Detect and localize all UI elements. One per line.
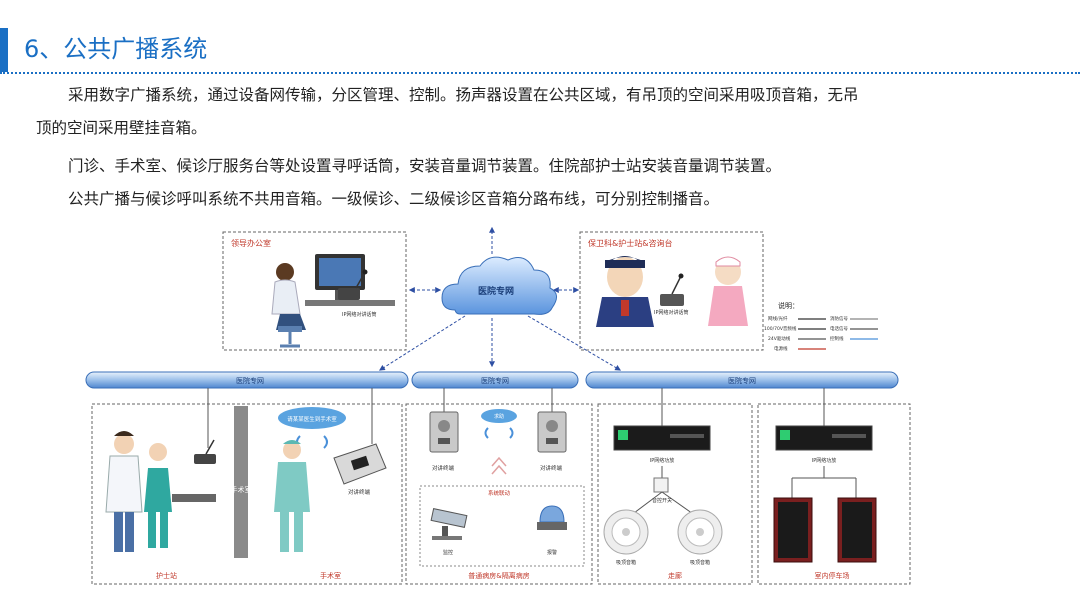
surgery-wall — [234, 406, 248, 558]
siren-label: 报警 — [547, 549, 557, 556]
legend-label-6: 电源线 — [774, 345, 788, 352]
ip-amplifier-icon-parking — [775, 425, 873, 451]
zone-ward-label: 普通病房&隔离病房 — [468, 571, 529, 580]
title-accent-bar — [0, 28, 8, 72]
help-bubble — [481, 409, 517, 423]
zone-parking-label: 室内停车场 — [815, 571, 850, 580]
legend-label-4: 24V驱动线 — [768, 335, 791, 342]
ceiling-speaker-label-2: 吸顶音箱 — [690, 559, 710, 566]
paragraph-1-line-2: 顶的空间采用壁挂音箱。 — [36, 119, 207, 137]
nurse-staff-icon — [144, 443, 172, 548]
doctor-icon — [105, 431, 143, 552]
legend: 网线/光纤 消防信号 100/70V音频线 电话信号 24V驱动线 控制线 电源… — [764, 315, 878, 352]
ceiling-speaker-icon-1 — [603, 509, 649, 555]
desk-microphone-icon — [660, 273, 684, 306]
network-bus-3 — [585, 371, 899, 389]
ip-amplifier-icon-corridor — [613, 425, 711, 451]
ceiling-speaker-icon-2 — [677, 509, 723, 555]
title-bar: 6、公共广播系统 — [0, 28, 1080, 74]
ceiling-speaker-label-1: 吸顶音箱 — [616, 559, 636, 566]
nurse-icon — [708, 256, 748, 326]
broadcast-system-diagram: 领导办公室 保卫科&护士站&咨询台 IP网络对讲话筒 IP网络对讲话筒 — [85, 226, 911, 585]
title-divider — [0, 72, 1080, 74]
volume-switch-label: 音控开关 — [652, 497, 672, 504]
paging-bubble — [278, 407, 346, 429]
ip-terminal-label-right: IP网络对讲话筒 — [654, 309, 689, 316]
camera-label: 监控 — [443, 549, 453, 556]
alarm-up-arrow-icon — [491, 456, 507, 475]
talk-terminal-label-surgery: 对讲终端 — [348, 488, 371, 496]
leader-office-box — [222, 231, 407, 351]
leader-office-label: 领导办公室 — [231, 238, 271, 248]
talk-terminal-label-ward-1: 对讲终端 — [432, 464, 455, 472]
zone-nurse-label: 护士站 — [156, 571, 177, 580]
cloud-label: 医院专网 — [478, 285, 514, 297]
paging-bubble-text: 请某某医生到手术室 — [287, 415, 337, 423]
office-worker-icon — [271, 254, 395, 348]
paragraph-1-line-1: 采用数字广播系统，通过设备网传输，分区管理、控制。扬声器设置在公共区域，有吊顶的… — [68, 86, 859, 104]
legend-label-0: 网线/光纤 — [768, 315, 788, 322]
bus-label-3: 医院专网 — [728, 376, 756, 385]
wall-speaker-icon-1 — [773, 497, 813, 563]
page-title: 6、公共广播系统 — [24, 35, 208, 63]
bus-label-1: 医院专网 — [236, 376, 264, 385]
hospital-network-cloud — [441, 256, 557, 315]
ward-sound-wave-icon — [484, 427, 514, 439]
arrow-down-right — [527, 315, 622, 371]
security-desk-label: 保卫科&护士站&咨询台 — [588, 238, 672, 248]
intercom-terminal-icon — [333, 443, 387, 485]
ward-intercom-right-icon — [537, 411, 567, 453]
ip-amp-label-corridor: IP网络功放 — [650, 457, 675, 464]
legend-title: 说明： — [778, 301, 799, 310]
network-bus-2 — [411, 371, 579, 389]
surgeon-icon — [274, 440, 310, 552]
ip-terminal-label-left: IP网络对讲话筒 — [342, 311, 377, 318]
legend-label-3: 电话信号 — [830, 325, 848, 332]
security-guard-icon — [596, 256, 654, 327]
ip-amp-label-parking: IP网络功放 — [812, 457, 837, 464]
legend-label-2: 100/70V音频线 — [764, 325, 797, 332]
paging-microphone-icon — [338, 269, 368, 300]
arrow-down-left — [378, 315, 466, 371]
nurse-station-desk-icon — [172, 439, 216, 502]
wall-speaker-icon-2 — [837, 497, 877, 563]
zone-surgery-label: 手术室 — [320, 571, 341, 580]
legend-label-5: 控制线 — [830, 335, 844, 342]
volume-switch-icon — [653, 477, 669, 493]
ward-intercom-left-icon — [429, 411, 459, 453]
zone-corridor-label: 走廊 — [668, 571, 682, 580]
paragraph-3: 公共广播与候诊呼叫系统不共用音箱。一级候诊、二级候诊区音箱分路布线，可分别控制播… — [68, 190, 720, 208]
paragraph-2: 门诊、手术室、候诊厅服务台等处设置寻呼话筒，安装音量调节装置。住院部护士站安装音… — [68, 157, 782, 175]
legend-label-1: 消防信号 — [830, 315, 848, 322]
surgery-wall-label: 手术室 — [231, 485, 252, 494]
help-bubble-text: 求助 — [494, 413, 504, 420]
alarm-link-label: 系统联动 — [488, 489, 511, 497]
bus-label-2: 医院专网 — [481, 376, 509, 385]
network-bus-1 — [85, 371, 409, 389]
talk-terminal-label-ward-2: 对讲终端 — [540, 464, 563, 472]
siren-icon — [537, 505, 567, 530]
camera-icon — [430, 508, 468, 540]
